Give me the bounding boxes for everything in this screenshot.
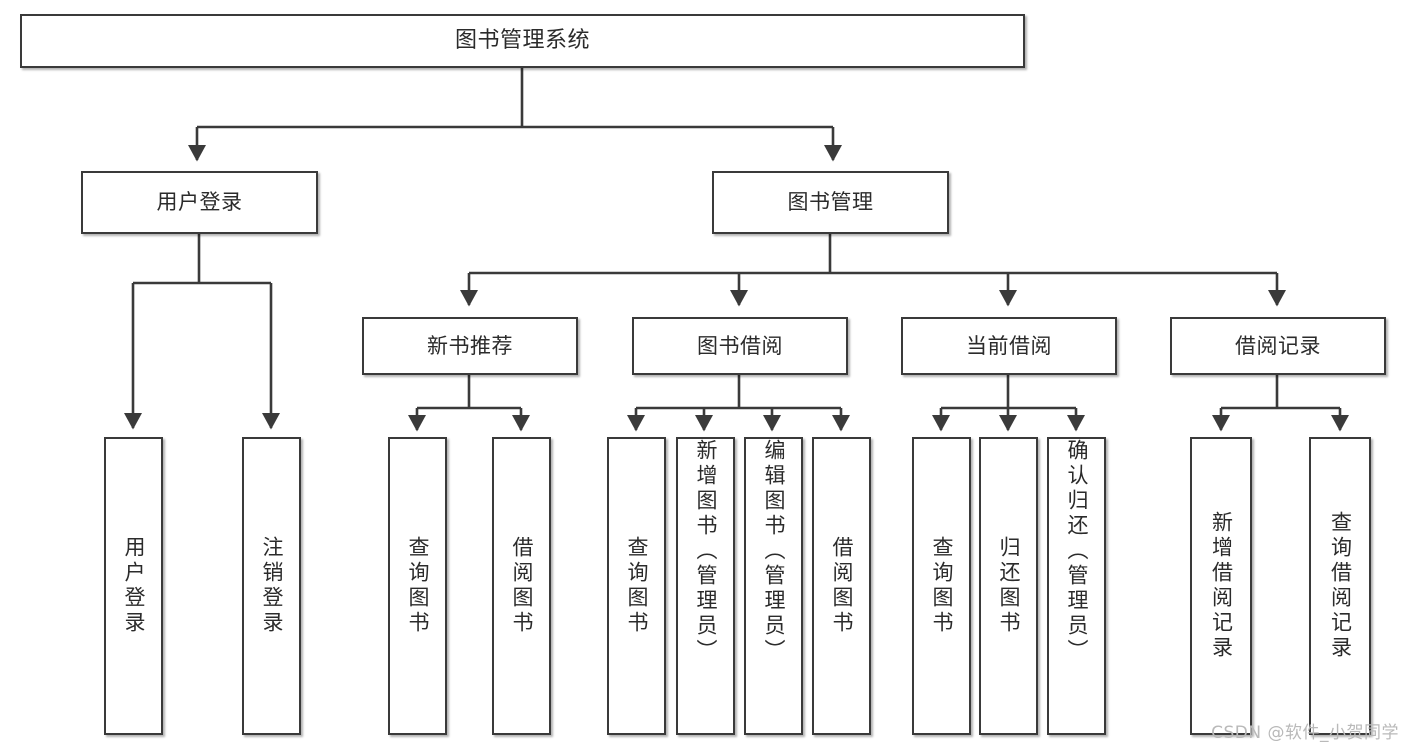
node-leaf-current-borrow-3[interactable]: 确认归还（管理员）	[1047, 437, 1106, 735]
node-leaf-new-book-rec-2-label: 借阅图书	[510, 536, 534, 636]
vertical-text-wrap: 新增借阅记录	[1209, 439, 1234, 733]
vertical-text-wrap: 借阅图书	[510, 439, 534, 733]
node-leaf-current-borrow-2[interactable]: 归还图书	[979, 437, 1038, 735]
node-leaf-current-borrow-1-label: 查询图书	[930, 536, 954, 636]
node-user-login-label: 用户登录	[156, 190, 243, 215]
vertical-text-wrap: 新增图书（管理员）	[694, 439, 718, 733]
node-leaf-user-login-1-label: 用户登录	[122, 536, 146, 636]
vertical-text-wrap: 查询借阅记录	[1328, 439, 1353, 733]
node-leaf-book-borrow-3-label: 编辑图书（管理员）	[762, 439, 786, 664]
node-leaf-borrow-record-1-label: 新增借阅记录	[1209, 511, 1234, 661]
node-book-borrow[interactable]: 图书借阅	[632, 317, 848, 375]
watermark-text: CSDN @软件_小贺同学	[1211, 723, 1399, 743]
vertical-text-wrap: 归还图书	[997, 439, 1021, 733]
node-leaf-borrow-record-2-label: 查询借阅记录	[1328, 511, 1353, 661]
node-leaf-user-login-2-label: 注销登录	[260, 536, 284, 636]
node-leaf-current-borrow-3-label: 确认归还（管理员）	[1065, 439, 1089, 664]
node-leaf-user-login-1[interactable]: 用户登录	[104, 437, 163, 735]
node-book-borrow-label: 图书借阅	[697, 333, 783, 358]
node-book-manage-label: 图书管理	[787, 190, 874, 215]
vertical-text-wrap: 查询图书	[406, 439, 430, 733]
node-leaf-borrow-record-1[interactable]: 新增借阅记录	[1190, 437, 1252, 735]
node-borrow-record[interactable]: 借阅记录	[1170, 317, 1386, 375]
vertical-text-wrap: 注销登录	[260, 439, 284, 733]
vertical-text-wrap: 查询图书	[930, 439, 954, 733]
node-root-label: 图书管理系统	[454, 28, 590, 54]
node-leaf-current-borrow-1[interactable]: 查询图书	[912, 437, 971, 735]
node-leaf-book-borrow-1[interactable]: 查询图书	[607, 437, 666, 735]
node-leaf-new-book-rec-2[interactable]: 借阅图书	[492, 437, 551, 735]
node-user-login[interactable]: 用户登录	[81, 171, 318, 234]
node-current-borrow-label: 当前借阅	[966, 333, 1052, 358]
vertical-text-wrap: 查询图书	[625, 439, 649, 733]
node-book-manage[interactable]: 图书管理	[712, 171, 949, 234]
node-new-book-rec-label: 新书推荐	[427, 333, 513, 358]
node-leaf-book-borrow-4-label: 借阅图书	[830, 536, 854, 636]
node-leaf-borrow-record-2[interactable]: 查询借阅记录	[1309, 437, 1371, 735]
node-leaf-book-borrow-3[interactable]: 编辑图书（管理员）	[744, 437, 803, 735]
node-leaf-current-borrow-2-label: 归还图书	[997, 536, 1021, 636]
node-leaf-new-book-rec-1[interactable]: 查询图书	[388, 437, 447, 735]
node-leaf-new-book-rec-1-label: 查询图书	[406, 536, 430, 636]
node-root[interactable]: 图书管理系统	[20, 14, 1025, 68]
vertical-text-wrap: 借阅图书	[830, 439, 854, 733]
vertical-text-wrap: 确认归还（管理员）	[1065, 439, 1089, 733]
node-borrow-record-label: 借阅记录	[1235, 333, 1321, 358]
vertical-text-wrap: 编辑图书（管理员）	[762, 439, 786, 733]
node-current-borrow[interactable]: 当前借阅	[901, 317, 1117, 375]
node-new-book-rec[interactable]: 新书推荐	[362, 317, 578, 375]
node-leaf-book-borrow-4[interactable]: 借阅图书	[812, 437, 871, 735]
node-leaf-user-login-2[interactable]: 注销登录	[242, 437, 301, 735]
vertical-text-wrap: 用户登录	[122, 439, 146, 733]
node-leaf-book-borrow-1-label: 查询图书	[625, 536, 649, 636]
node-leaf-book-borrow-2[interactable]: 新增图书（管理员）	[676, 437, 735, 735]
node-leaf-book-borrow-2-label: 新增图书（管理员）	[694, 439, 718, 664]
